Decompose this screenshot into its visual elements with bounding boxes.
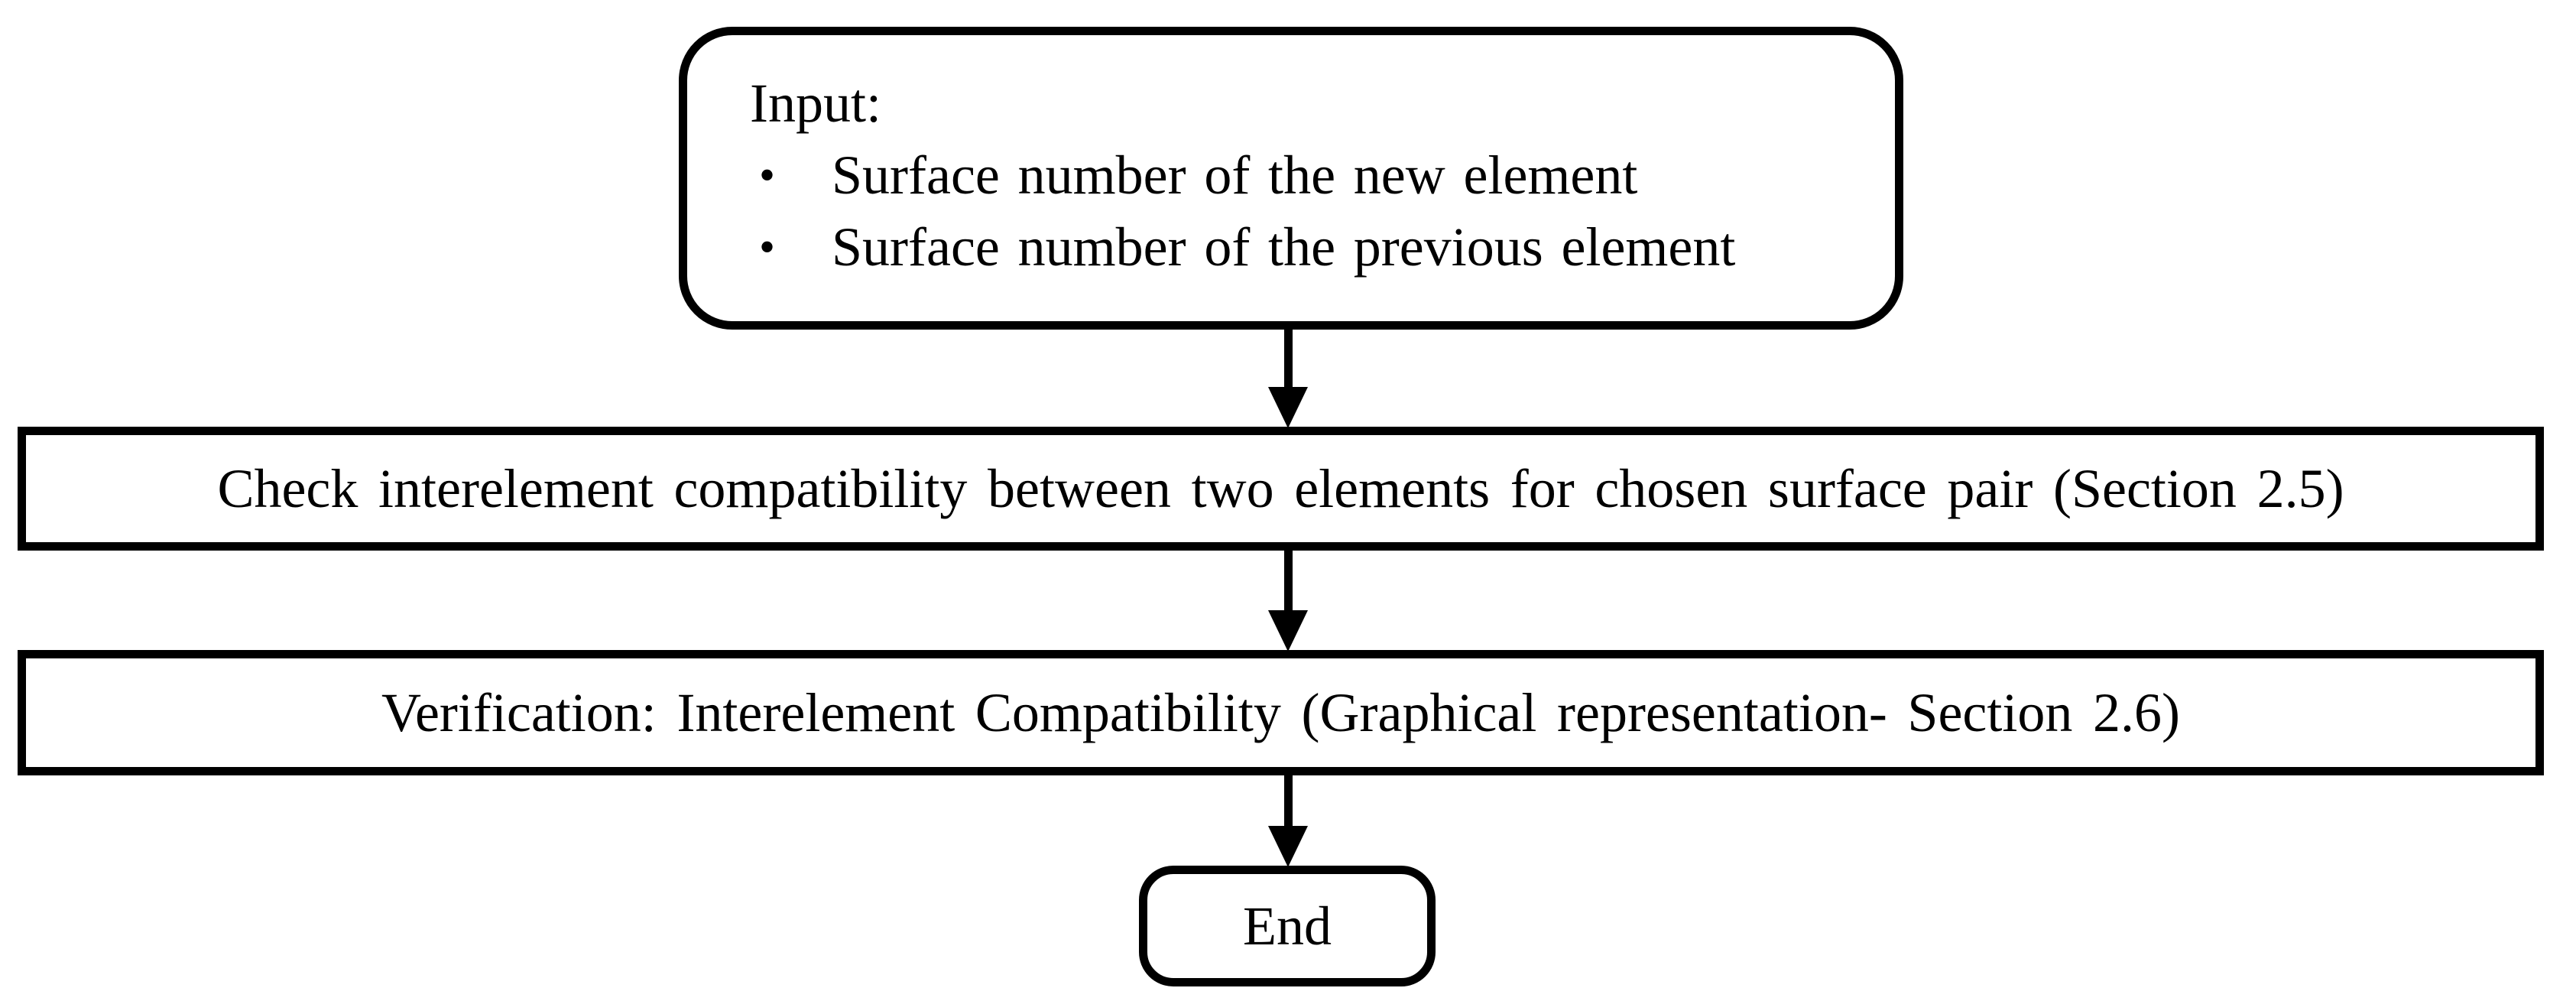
input-bullet-label-2: Surface number of the previous element [832, 216, 1736, 278]
arrow-line [1283, 771, 1293, 826]
connector-arrow-3 [1268, 771, 1308, 867]
connector-arrow-1 [1268, 326, 1308, 428]
input-bullet-row-1: • Surface number of the new element [759, 139, 1864, 211]
end-node-label: End [1243, 895, 1332, 957]
check-node-label: Check interelement compatibility between… [217, 457, 2344, 519]
flowchart-node-check: Check interelement compatibility between… [18, 427, 2544, 551]
connector-arrow-2 [1268, 546, 1308, 652]
flowchart-node-input: Input: • Surface number of the new eleme… [679, 27, 1903, 330]
arrow-line [1283, 326, 1293, 387]
arrowhead-down-icon [1268, 826, 1308, 867]
bullet-icon: • [759, 150, 776, 200]
arrow-line [1283, 546, 1293, 610]
arrowhead-down-icon [1268, 610, 1308, 652]
arrowhead-down-icon [1268, 387, 1308, 428]
flowchart-node-verification: Verification: Interelement Compatibility… [18, 650, 2544, 775]
bullet-icon: • [759, 222, 776, 272]
input-bullet-row-2: • Surface number of the previous element [759, 211, 1864, 283]
flowchart-node-end: End [1139, 866, 1436, 986]
input-bullet-label-1: Surface number of the new element [832, 145, 1638, 206]
input-node-title: Input: [750, 73, 881, 134]
verification-node-label: Verification: Interelement Compatibility… [381, 681, 2181, 743]
